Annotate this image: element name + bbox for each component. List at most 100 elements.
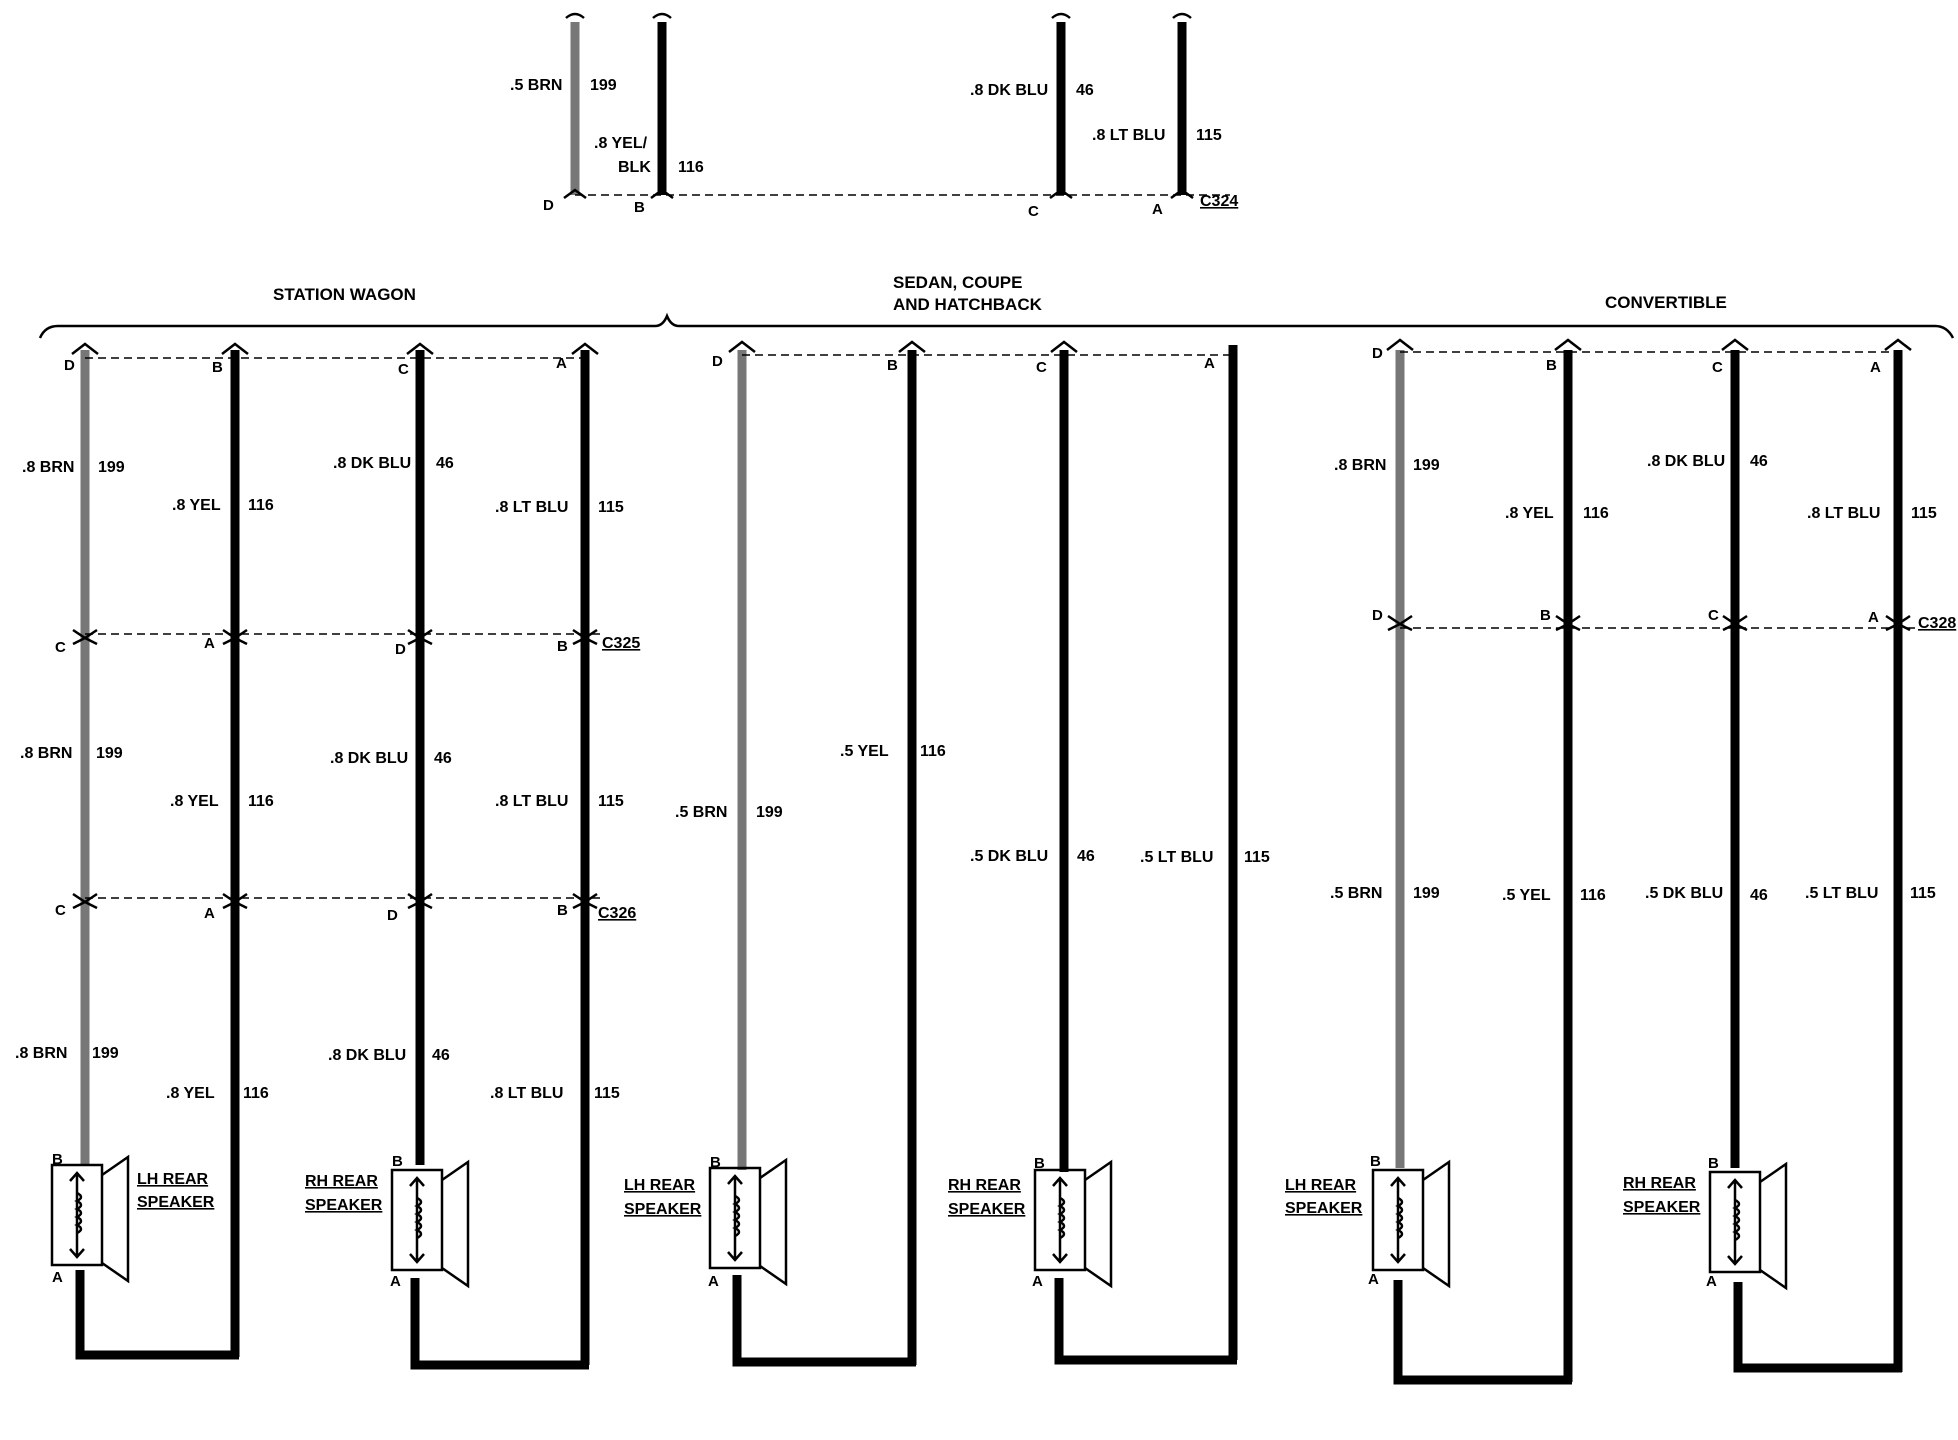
cavity-label: A (1368, 1271, 1379, 1288)
cavity-label: A (708, 1273, 719, 1290)
circuit-number: 46 (1750, 453, 1768, 470)
wire-break-icon (1172, 12, 1192, 19)
cavity-label: D (1372, 607, 1383, 624)
terminal-icon (728, 340, 756, 353)
cavity-label: B (1546, 357, 1557, 374)
cavity-label: C (1036, 359, 1047, 376)
speaker-icon (390, 1159, 470, 1289)
speaker-label: LH REAR (1285, 1177, 1357, 1194)
cavity-label: B (887, 357, 898, 374)
cavity-label: B (557, 902, 568, 919)
terminal-icon (1721, 338, 1749, 351)
cavity-label: A (1204, 355, 1215, 372)
wire-color-label: .8 LT BLU (490, 1085, 563, 1102)
wire-color-label: .8 DK BLU (1647, 453, 1725, 470)
wire-color-label: .8 BRN (22, 459, 74, 476)
wire-color-label: .8 YEL/ (594, 135, 648, 152)
return-wire (1733, 1282, 1902, 1373)
terminal-icon (1554, 338, 1582, 351)
speaker-label: LH REAR (624, 1177, 696, 1194)
wire-color-label: BLK (618, 159, 651, 176)
cavity-label: B (1034, 1155, 1045, 1172)
section-convertible: CONVERTIBLE (1605, 293, 1727, 312)
wire-color-label: .5 LT BLU (1140, 849, 1213, 866)
circuit-number: 46 (432, 1047, 450, 1064)
circuit-number: 116 (678, 159, 704, 176)
terminal-icon (650, 188, 674, 200)
terminal-icon (563, 188, 587, 200)
speaker-label: SPEAKER (948, 1201, 1026, 1218)
terminal-icon (1170, 188, 1194, 200)
cavity-label: A (556, 355, 567, 372)
convertible-circuit: D B C A D B C A C328 .8 BRN 199 .8 YEL 1… (1285, 338, 1956, 1385)
circuit-number: 115 (598, 499, 624, 516)
return-wire (410, 1278, 589, 1370)
wire-color-label: .8 YEL (172, 497, 221, 514)
speaker-label: SPEAKER (624, 1201, 702, 1218)
cavity-label: D (387, 907, 398, 924)
circuit-number: 116 (920, 743, 946, 760)
circuit-number: 46 (1077, 848, 1095, 865)
section-station-wagon: STATION WAGON (273, 285, 416, 304)
wire-color-label: .8 DK BLU (328, 1047, 406, 1064)
wire-color-label: .5 YEL (840, 743, 889, 760)
circuit-number: 199 (98, 459, 125, 476)
connector-c324-label: C324 (1200, 193, 1238, 210)
cavity-label: B (1370, 1153, 1381, 1170)
cavity-label: D (395, 641, 406, 658)
terminal-icon (221, 342, 249, 355)
sedan-circuit: D B C A .5 YEL 116 .5 BRN 199 .5 DK BLU … (624, 340, 1270, 1367)
wire-color-label: .5 BRN (510, 77, 562, 94)
cavity-label: A (390, 1273, 401, 1290)
wire-color-label: .8 BRN (1334, 457, 1386, 474)
return-wire (75, 1270, 239, 1360)
speaker-icon (708, 1157, 788, 1287)
cavity-label: D (543, 197, 554, 214)
circuit-number: 46 (436, 455, 454, 472)
top-harness: D B C A C324 .5 BRN 199 .8 YEL/ BLK 116 … (510, 12, 1238, 220)
speaker-label: SPEAKER (305, 1197, 383, 1214)
cavity-label: B (557, 638, 568, 655)
wire-color-label: .8 LT BLU (1092, 127, 1165, 144)
wire-color-label: .5 BRN (675, 804, 727, 821)
cavity-label: D (64, 357, 75, 374)
speaker-label: RH REAR (1623, 1175, 1696, 1192)
circuit-number: 115 (594, 1085, 620, 1102)
wire-color-label: .5 BRN (1330, 885, 1382, 902)
circuit-number: 116 (248, 497, 274, 514)
speaker-icon (50, 1154, 130, 1284)
cavity-label: C (55, 639, 66, 656)
circuit-number: 199 (92, 1045, 119, 1062)
cavity-label: C (1028, 203, 1039, 220)
cavity-label: B (1540, 607, 1551, 624)
cavity-label: C (55, 902, 66, 919)
cavity-label: B (634, 199, 645, 216)
terminal-icon (571, 342, 599, 355)
circuit-number: 115 (598, 793, 624, 810)
speaker-icon (1371, 1159, 1451, 1289)
wire-color-label: .5 YEL (1502, 887, 1551, 904)
circuit-number: 115 (1244, 849, 1270, 866)
return-wire (1393, 1280, 1572, 1385)
terminal-icon (406, 342, 434, 355)
cavity-label: A (1032, 1273, 1043, 1290)
speaker-icon (1033, 1159, 1113, 1289)
wire-color-label: .5 DK BLU (1645, 885, 1723, 902)
cavity-label: B (52, 1151, 63, 1168)
wire-color-label: .8 YEL (1505, 505, 1554, 522)
cavity-label: C (1712, 359, 1723, 376)
circuit-number: 115 (1911, 505, 1937, 522)
speaker-label: RH REAR (305, 1173, 378, 1190)
circuit-number: 199 (1413, 457, 1440, 474)
circuit-number: 116 (1580, 887, 1606, 904)
cavity-label: B (1708, 1155, 1719, 1172)
c326-terminals (72, 892, 598, 910)
wire-color-label: .8 DK BLU (970, 82, 1048, 99)
cavity-label: D (1372, 345, 1383, 362)
speaker-label: LH REAR (137, 1171, 209, 1188)
cavity-label: C (1708, 607, 1719, 624)
circuit-number: 199 (96, 745, 123, 762)
wire-color-label: .5 DK BLU (970, 848, 1048, 865)
circuit-number: 115 (1910, 885, 1936, 902)
terminal-icon (1050, 340, 1078, 353)
